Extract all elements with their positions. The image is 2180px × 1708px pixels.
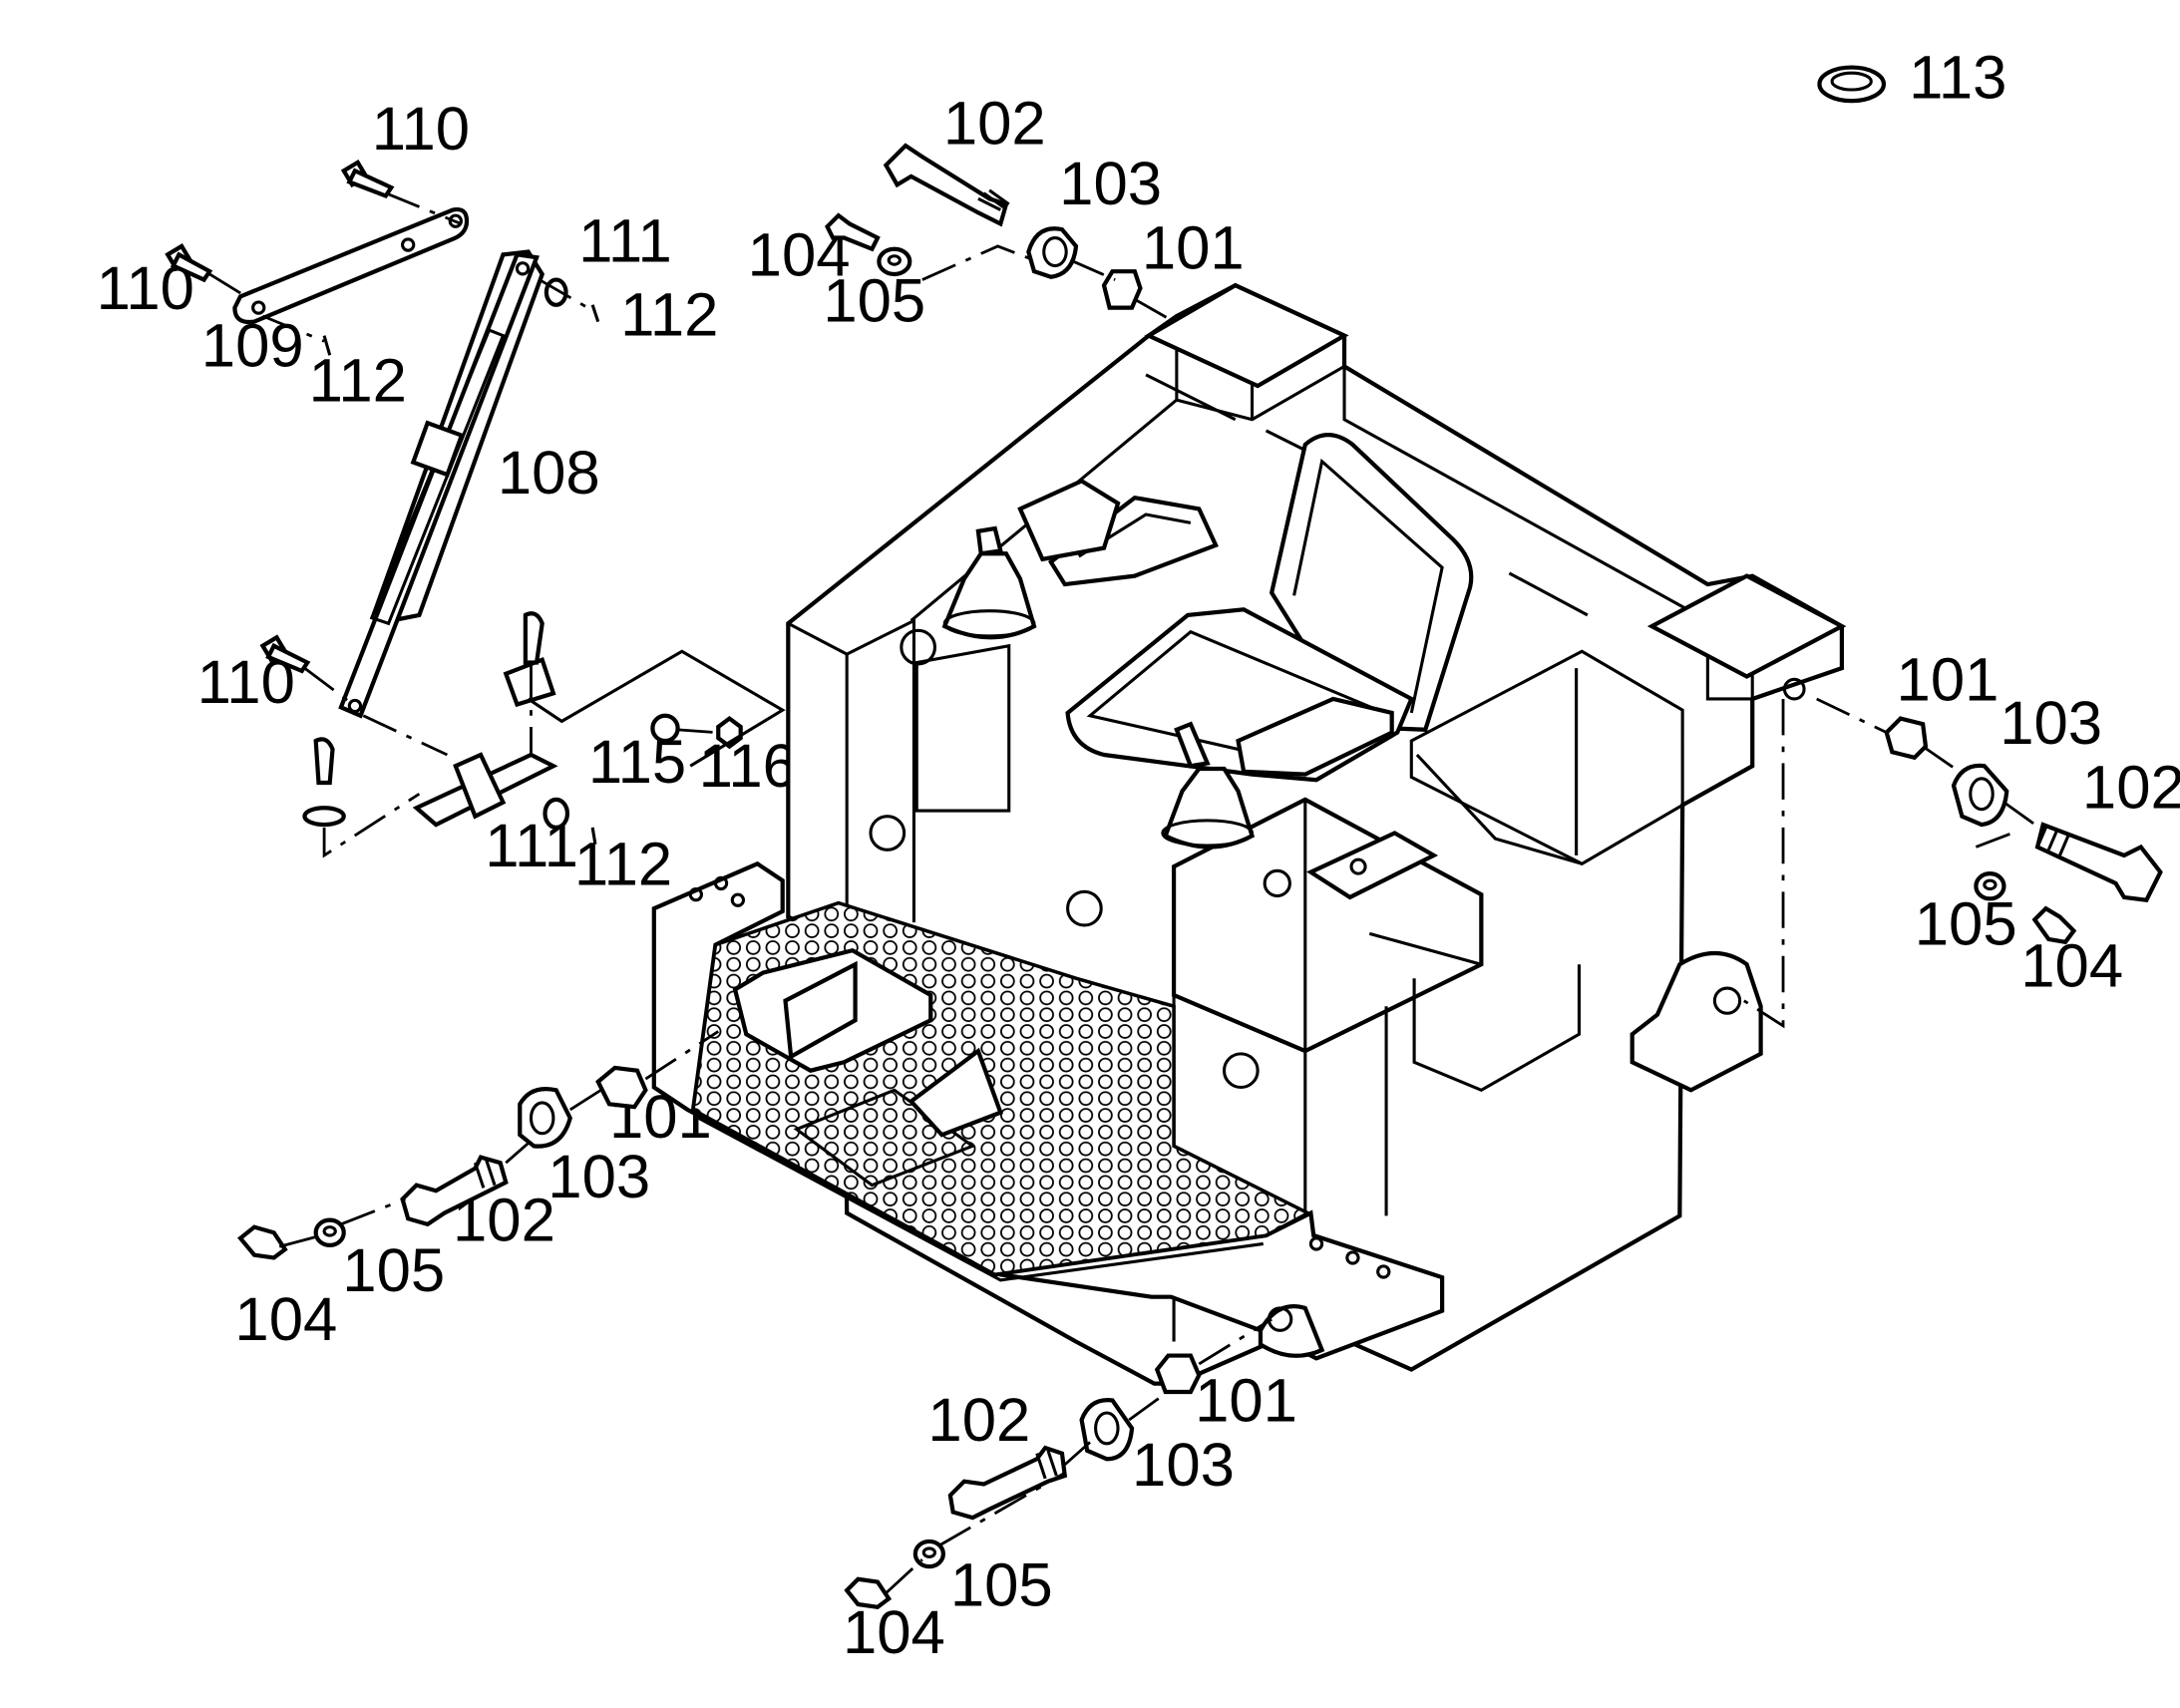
callout-101: 101 [1142,213,1245,282]
mount-pin-set-right [1743,697,2163,1029]
callout-105: 105 [1915,890,2017,959]
callout-103: 103 [1999,689,2102,758]
callout-104: 104 [2020,932,2123,1001]
callout-111: 111 [578,206,672,275]
operator-seat [1047,433,1474,783]
callout-105: 105 [950,1550,1053,1619]
mount-pin-set-left [237,1030,720,1260]
callout-101: 101 [1195,1366,1297,1435]
callout-105: 105 [823,267,925,336]
callout-116: 116 [699,732,797,801]
callout-labels: 113 110 110 109 112 111 112 108 110 115 … [97,43,2180,1667]
gas-strut-assembly [165,159,600,845]
washer-113 [1817,65,1887,104]
joysticks [941,478,1256,850]
strut-brackets [302,611,786,858]
floor-plate [651,860,1445,1361]
mount-pin-set-top [825,143,1175,323]
callout-112: 112 [309,346,407,415]
callout-103: 103 [547,1143,650,1211]
callout-101: 101 [1897,645,1999,714]
callout-102: 102 [2082,753,2180,822]
callout-104: 104 [234,1285,337,1354]
callout-102: 102 [927,1386,1030,1455]
callout-108: 108 [498,439,600,508]
callout-103: 103 [1059,150,1162,218]
callout-110: 110 [372,95,470,164]
callout-112: 112 [620,281,718,350]
callout-102: 102 [943,90,1046,159]
callout-105: 105 [342,1236,445,1305]
callout-104: 104 [843,1598,945,1667]
callout-113: 113 [1909,43,2006,112]
callout-103: 103 [1132,1431,1235,1500]
callout-112: 112 [574,830,672,898]
mount-pin-set-bottom [844,1317,1272,1609]
